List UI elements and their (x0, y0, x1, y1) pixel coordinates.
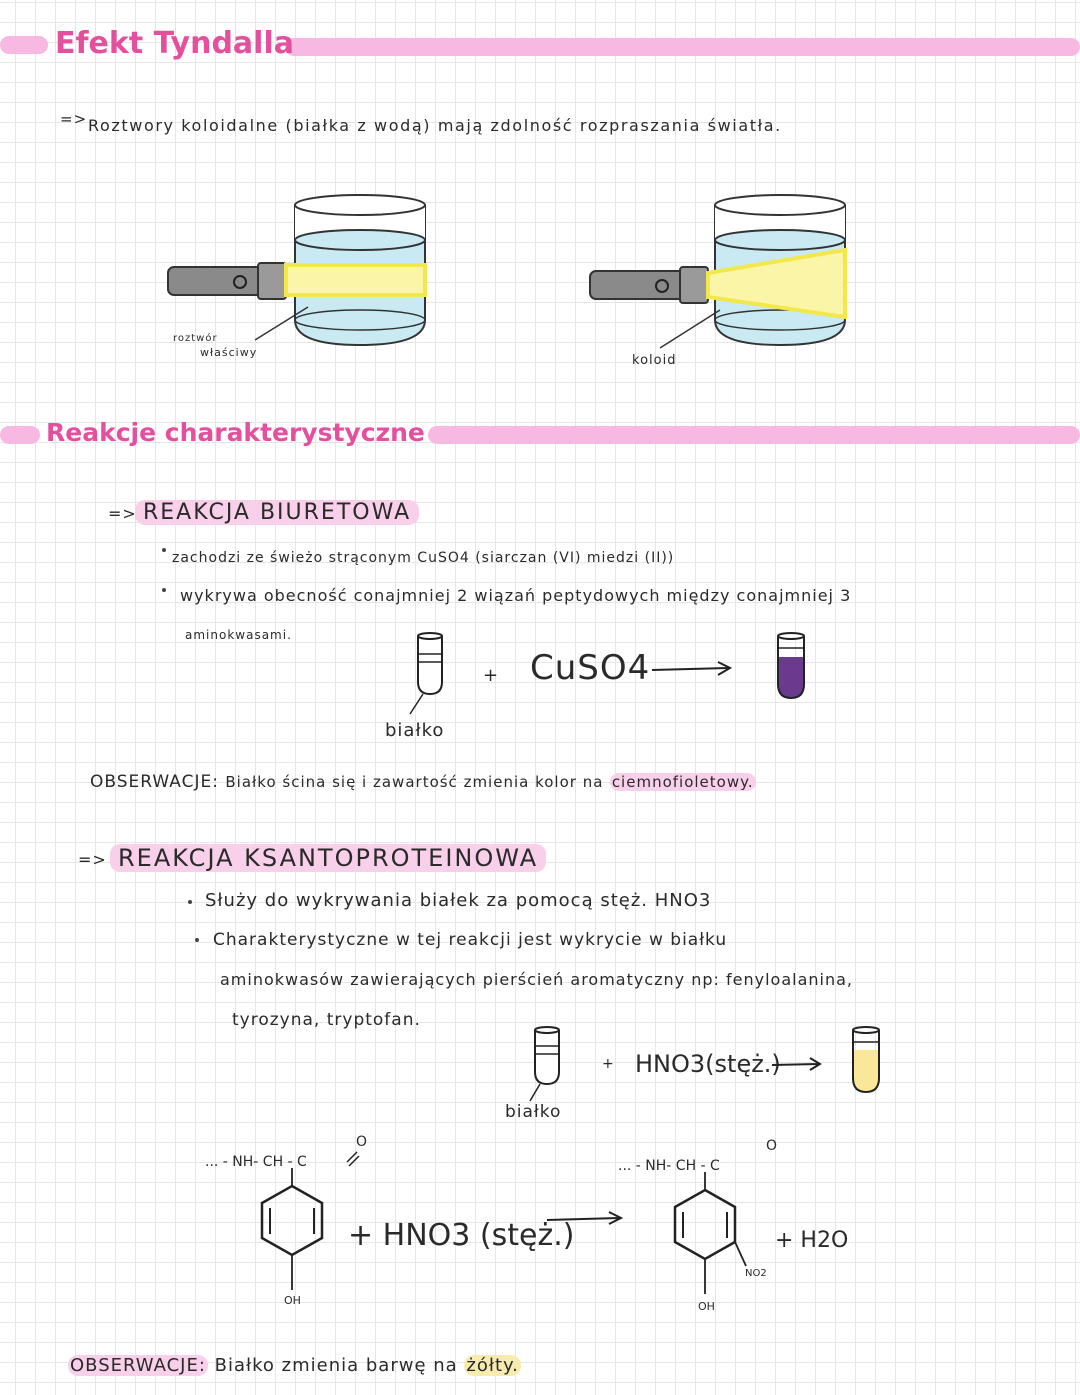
flashlight-body-icon (589, 270, 686, 300)
tyndall-arrow: => (60, 110, 88, 128)
reaction-arrow-icon (771, 1057, 822, 1071)
title-band-right (285, 38, 1080, 56)
nitro-benzene-ring-icon (673, 1172, 747, 1294)
xanto-bullet-1: Służy do wykrywania białek za pomocą stę… (205, 890, 712, 911)
xanto-observation: OBSERWACJE: Białko zmienia barwę na żółt… (68, 1355, 521, 1376)
reaction-arrow-icon (546, 1211, 624, 1225)
left-oh: OH (284, 1294, 301, 1307)
true-solution-beaker-illustration (167, 194, 427, 347)
xanto-reagent: HNO3(stęż.) (635, 1050, 781, 1078)
biuret-arrow: => (108, 504, 137, 523)
biuret-bullet-1: zachodzi ze świeżo strąconym CuSO4 (siar… (172, 550, 675, 566)
xanto-obs-text: Białko zmienia barwę na (214, 1355, 458, 1376)
biuret-observation: OBSERWACJE: Białko ścina się i zawartość… (90, 772, 756, 792)
biuret-obs-label: OBSERWACJE: (90, 772, 219, 792)
tyndall-statement: Roztwory koloidalne (białka z wodą) mają… (88, 116, 782, 135)
benzene-ring-icon (260, 1151, 360, 1290)
reaction-arrow-icon (651, 661, 733, 676)
left-chain: ... - NH- CH - C (205, 1154, 307, 1170)
empty-test-tube-icon (529, 1026, 560, 1102)
section-band-left (0, 426, 40, 444)
right-oh: OH (698, 1300, 715, 1313)
xanto-arrow: => (78, 850, 107, 869)
true-solution-label-1: roztwór (173, 333, 218, 344)
true-solution-label-2: właściwy (200, 346, 258, 359)
biuret-bullet-2: wykrywa obecność conajmniej 2 wiązań pep… (180, 586, 852, 605)
biuret-obs-color: ciemnofioletowy. (609, 773, 756, 791)
biuret-heading: REAKCJA BIURETOWA (135, 500, 420, 525)
biuret-plus: + (483, 665, 500, 686)
bullet-dot (162, 548, 166, 552)
xanto-protein-label: białko (505, 1102, 562, 1122)
xanto-bullet-2-cont-1: aminokwasów zawierających pierścień arom… (220, 970, 853, 989)
biuret-bullet-2-cont: aminokwasami. (185, 628, 292, 642)
colloid-beaker-illustration (589, 194, 847, 349)
left-oxygen: O (356, 1134, 369, 1150)
bullet-dot (195, 938, 199, 942)
violet-test-tube-icon (777, 632, 805, 700)
xanto-obs-label: OBSERWACJE: (68, 1355, 208, 1376)
xanto-eq-reagent: + HNO3 (stęż.) (348, 1218, 575, 1253)
biuret-heading-text: REAKCJA BIURETOWA (135, 500, 420, 525)
yellow-test-tube-icon (852, 1026, 880, 1094)
biuret-reagent: CuSO4 (530, 648, 651, 688)
title-band-left (0, 36, 48, 54)
bullet-dot (162, 588, 166, 592)
bullet-dot (188, 900, 192, 904)
xanto-obs-color: żółty. (464, 1355, 521, 1376)
flashlight-body-icon (167, 266, 264, 296)
biuret-obs-text: Białko ścina się i zawartość zmienia kol… (225, 773, 604, 791)
empty-test-tube-icon (409, 632, 443, 715)
right-oxygen: O (766, 1138, 779, 1154)
right-no2: NO2 (745, 1268, 767, 1279)
xanto-plus: + (602, 1056, 615, 1072)
xanto-product: + H2O (775, 1228, 849, 1253)
tyndall-title: Efekt Tyndalla (55, 26, 294, 61)
xanto-heading: REAKCJA KSANTOPROTEINOWA (110, 844, 547, 872)
right-chain: ... - NH- CH - C (618, 1158, 720, 1174)
biuret-protein-label: białko (385, 720, 445, 741)
xanto-heading-text: REAKCJA KSANTOPROTEINOWA (110, 844, 547, 872)
section-band-right (428, 426, 1080, 444)
colloid-label: koloid (632, 353, 677, 368)
xanto-bullet-2-cont-2: tyrozyna, tryptofan. (232, 1010, 421, 1030)
reactions-title: Reakcje charakterystyczne (46, 418, 425, 447)
xanto-bullet-2: Charakterystyczne w tej reakcji jest wyk… (213, 930, 728, 950)
